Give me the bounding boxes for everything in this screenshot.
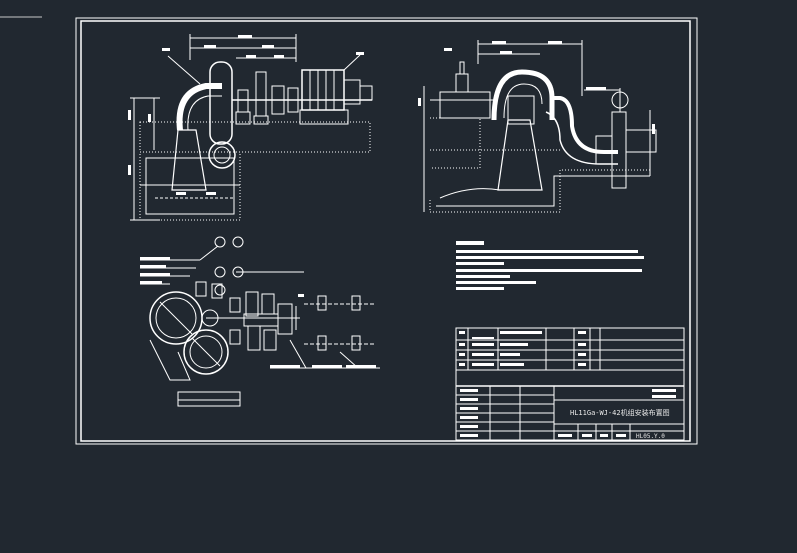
title-block (455, 385, 685, 441)
technical-notes (456, 241, 644, 290)
plan-view-labels (140, 257, 376, 368)
front-elevation-view (130, 34, 373, 221)
sheet-inner-border (80, 20, 691, 442)
title-block-labels (460, 389, 676, 437)
parts-list-text (459, 331, 586, 366)
side-elevation-labels (418, 41, 655, 134)
parts-list-table (455, 327, 685, 387)
front-elevation-labels (128, 35, 364, 195)
plan-view (140, 236, 380, 407)
sheet-outer-border (75, 17, 698, 445)
side-elevation-view (423, 40, 657, 213)
drawing-code: HL05.Y.0 (636, 433, 665, 440)
drawing-title: HL11Ga-WJ-42机组安装布置图 (570, 408, 670, 417)
